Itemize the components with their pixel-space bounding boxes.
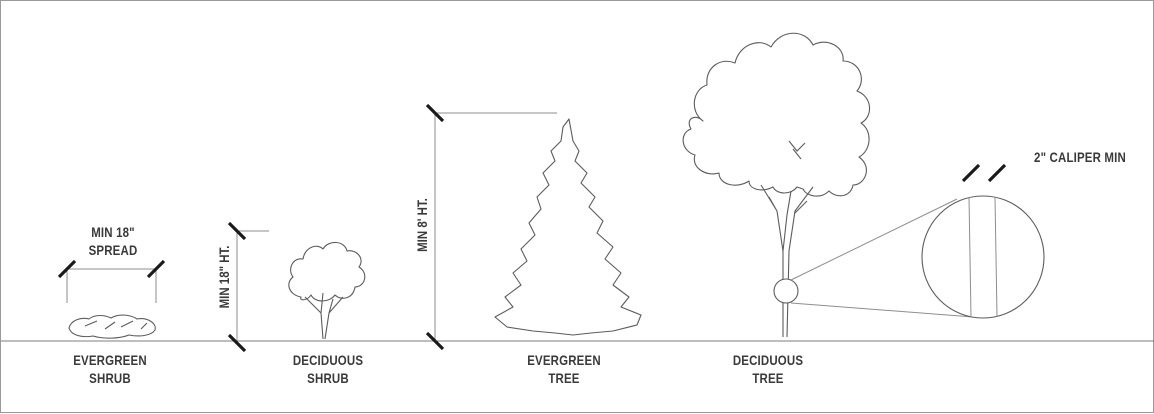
- deciduous-shrub-drawing: [288, 241, 366, 340]
- shrub-height-tick-bottom: [227, 333, 247, 353]
- shrub-height-label: MIN 18" HT.: [216, 245, 232, 309]
- label-deciduous-tree-line1: DECIDUOUS: [732, 352, 804, 368]
- label-deciduous-shrub-line2: SHRUB: [307, 370, 349, 386]
- evergreen-shrub-drawing: [68, 314, 156, 339]
- trunk-cross-section: [921, 195, 1045, 319]
- deciduous-tree-drawing: [682, 32, 871, 338]
- label-evergreen-shrub-line1: EVERGREEN: [73, 352, 147, 368]
- magnifier-line-top: [790, 198, 958, 281]
- magnifier-line-bottom: [790, 302, 974, 318]
- tree-height-tick-top: [425, 103, 445, 123]
- label-evergreen-shrub: EVERGREEN SHRUB: [65, 351, 155, 387]
- tree-height-tick-bottom: [425, 331, 445, 351]
- trunk-detail-marker: [773, 278, 799, 304]
- trunk-edge-right: [994, 196, 998, 318]
- label-evergreen-tree-line2: TREE: [548, 370, 580, 386]
- spread-tick-left: [57, 259, 77, 279]
- tree-height-label: MIN 8' HT.: [414, 198, 430, 252]
- shrub-height-tick-top: [227, 221, 247, 241]
- spread-label-line2: SPREAD: [88, 242, 138, 258]
- label-deciduous-shrub: DECIDUOUS SHRUB: [283, 351, 373, 387]
- label-deciduous-shrub-line1: DECIDUOUS: [292, 352, 364, 368]
- label-evergreen-shrub-line2: SHRUB: [89, 370, 131, 386]
- spread-label-line1: MIN 18": [91, 224, 135, 240]
- label-evergreen-tree: EVERGREEN TREE: [519, 351, 609, 387]
- caliper-tick-left: [961, 163, 981, 183]
- trunk-edge-left: [968, 196, 972, 318]
- evergreen-tree-drawing: [494, 118, 642, 336]
- label-deciduous-tree: DECIDUOUS TREE: [723, 351, 813, 387]
- spread-dimension-label: MIN 18" SPREAD: [72, 223, 154, 259]
- caliper-label: 2" CALIPER MIN: [1034, 149, 1126, 165]
- spread-tick-right: [146, 259, 166, 279]
- label-deciduous-tree-line2: TREE: [752, 370, 784, 386]
- caliper-tick-right: [987, 163, 1007, 183]
- label-evergreen-tree-line1: EVERGREEN: [527, 352, 601, 368]
